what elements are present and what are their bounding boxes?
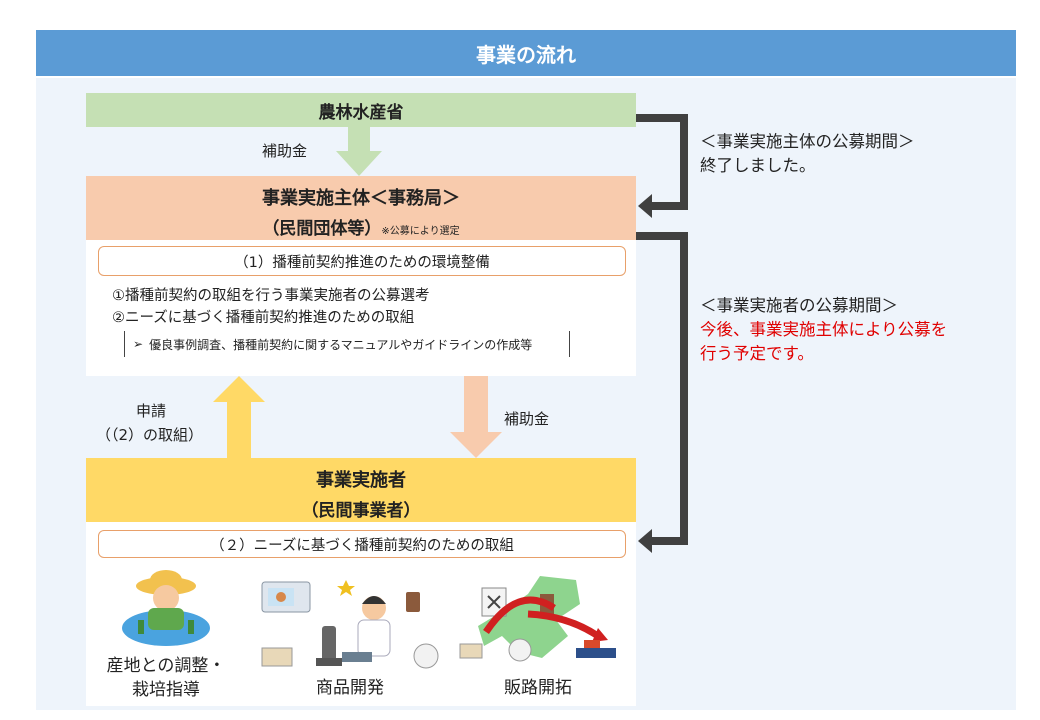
section2-title-box: （２）ニーズに基づく播種前契約のための取組 xyxy=(98,530,626,558)
entity-note: ※公募により選定 xyxy=(381,226,460,237)
implementer-title: 事業実施者 xyxy=(316,470,406,491)
entity-period-status: 終了しました。 xyxy=(700,156,816,175)
entity-subtitle-text: （民間団体等） xyxy=(262,219,382,239)
activity-2-label: 商品開発 xyxy=(280,676,420,700)
farmer-icon xyxy=(122,570,210,646)
bullet-arrow-icon: ➢ xyxy=(133,337,144,351)
entity-title: 事業実施主体＜事務局＞ xyxy=(262,188,460,209)
section1-item-2: ②ニーズに基づく播種前契約推進のための取組 xyxy=(112,310,415,326)
subsidy-arrow-green xyxy=(336,127,382,176)
entity-subtitle: （民間団体等）※公募により選定 xyxy=(86,214,636,239)
implementer-period-line-1: 今後、事業実施主体により公募を xyxy=(700,320,948,339)
activity-1-label: 産地との調整・ 栽培指導 xyxy=(96,654,236,702)
implementer-period-title: ＜事業実施者の公募期間＞ xyxy=(700,296,898,315)
section1-item-1: ①播種前契約の取組を行う事業実施者の公募選考 xyxy=(112,288,430,304)
section1-sub-bracket: ➢ 優良事例調査、播種前契約に関するマニュアルやガイドラインの作成等 xyxy=(124,331,570,357)
apply-arrow-up xyxy=(213,376,265,458)
section1-title-box: （1）播種前契約推進のための環境整備 xyxy=(98,246,626,276)
page-title: 事業の流れ xyxy=(36,30,1016,76)
section2-title: （２）ニーズに基づく播種前契約のための取組 xyxy=(210,537,514,554)
subsidy-mid-label: 補助金 xyxy=(504,410,550,428)
activity-1-line-2: 栽培指導 xyxy=(132,680,200,700)
activity-3-label: 販路開拓 xyxy=(468,676,608,700)
ministry-box: 農林水産省 xyxy=(86,93,636,127)
map-icon xyxy=(459,576,616,662)
entity-period-title: ＜事業実施主体の公募期間＞ xyxy=(700,132,915,151)
entity-box: 事業実施主体＜事務局＞ （民間団体等）※公募により選定 xyxy=(86,176,636,240)
ministry-label: 農林水産省 xyxy=(318,102,404,123)
side-connectors xyxy=(636,114,688,553)
activity-1-line-1: 産地との調整・ xyxy=(106,656,226,676)
implementer-box: 事業実施者 （民間事業者） xyxy=(86,458,636,522)
subsidy-arrow-down xyxy=(450,376,502,458)
entity-content: （1）播種前契約推進のための環境整備 ①播種前契約の取組を行う事業実施者の公募選… xyxy=(86,240,636,376)
subsidy-top-label: 補助金 xyxy=(262,142,308,160)
apply-label-1: 申請 xyxy=(136,402,167,420)
activity-3-line-1: 販路開拓 xyxy=(504,678,572,698)
apply-label-2: （（2）の取組） xyxy=(96,426,204,444)
section1-title: （1）播種前契約推進のための環境整備 xyxy=(234,254,490,271)
section1-sub-text: 優良事例調査、播種前契約に関するマニュアルやガイドラインの作成等 xyxy=(149,337,533,352)
page-title-text: 事業の流れ xyxy=(476,42,576,67)
implementer-subtitle: （民間事業者） xyxy=(301,501,421,521)
implementer-period-line-2: 行う予定です。 xyxy=(700,344,814,363)
activity-2-line-1: 商品開発 xyxy=(316,678,384,698)
researcher-icon xyxy=(261,580,439,669)
